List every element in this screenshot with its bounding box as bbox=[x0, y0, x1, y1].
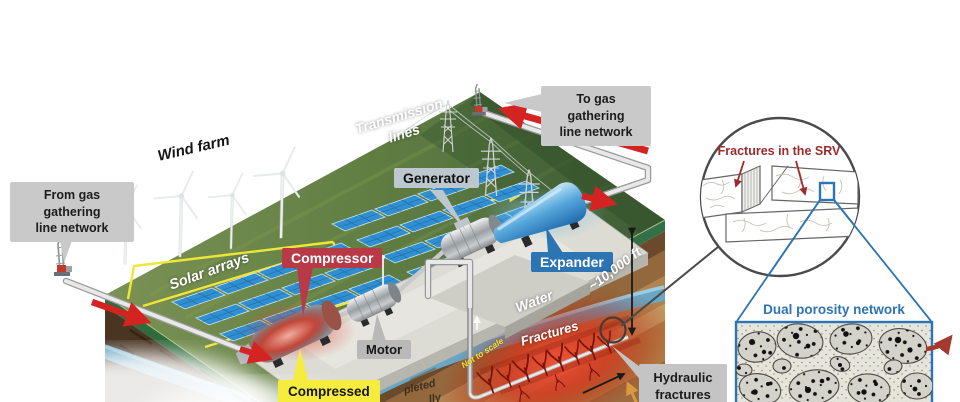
zoom-square bbox=[818, 181, 836, 202]
zoom-source-circle bbox=[599, 316, 627, 344]
dual-porosity-grains bbox=[736, 323, 932, 402]
compressor-label: Compressor bbox=[282, 248, 383, 268]
arrow-expander-out bbox=[581, 185, 618, 212]
generator-label: Generator bbox=[394, 168, 479, 188]
lateral-flow-arrow bbox=[582, 372, 626, 394]
wellbore bbox=[467, 308, 629, 400]
hydraulic-fractures-label: Hydraulic fractures bbox=[639, 364, 727, 402]
flow-out-arrow bbox=[925, 334, 953, 356]
from-gas-label: From gas gathering line network bbox=[10, 182, 134, 242]
dual-porosity-title: Dual porosity network bbox=[763, 302, 905, 317]
motor-machine bbox=[346, 282, 402, 327]
arrow-from-gas-2 bbox=[239, 340, 274, 364]
expander-label: Expander bbox=[531, 252, 613, 272]
srv-inset bbox=[699, 116, 861, 278]
dual-porosity-inset bbox=[734, 320, 953, 402]
from-gas-line1: From gas gathering bbox=[43, 188, 101, 219]
pore-dots bbox=[749, 331, 918, 395]
srv-inset-title: Fractures in the SRV bbox=[717, 144, 841, 158]
to-gas-label: To gas gathering line network bbox=[541, 86, 651, 146]
srv-fracture-scribbles bbox=[702, 171, 843, 233]
dual-connector-left bbox=[736, 199, 821, 322]
dual-connector-right bbox=[833, 199, 932, 322]
expander-machine bbox=[493, 182, 587, 248]
callout-pointers bbox=[56, 94, 647, 388]
well-surface-piping bbox=[424, 258, 474, 312]
compressed-label: Compressed bbox=[278, 380, 380, 402]
from-gas-line2: line network bbox=[35, 221, 109, 235]
hydraulic-line1: Hydraulic bbox=[653, 370, 713, 385]
motor-label: Motor bbox=[357, 340, 412, 359]
inset-connector-line bbox=[620, 246, 719, 327]
to-gas-line1: To gas gathering bbox=[567, 92, 625, 123]
fracture-pointer-arrow bbox=[626, 381, 639, 402]
transmission-lines-group bbox=[405, 99, 561, 233]
to-gas-line2: line network bbox=[559, 125, 633, 139]
hydraulic-line2: fractures bbox=[655, 387, 711, 402]
reservoir-text-fragment-2: lly bbox=[427, 391, 443, 402]
arrow-from-gas-1 bbox=[90, 298, 152, 327]
